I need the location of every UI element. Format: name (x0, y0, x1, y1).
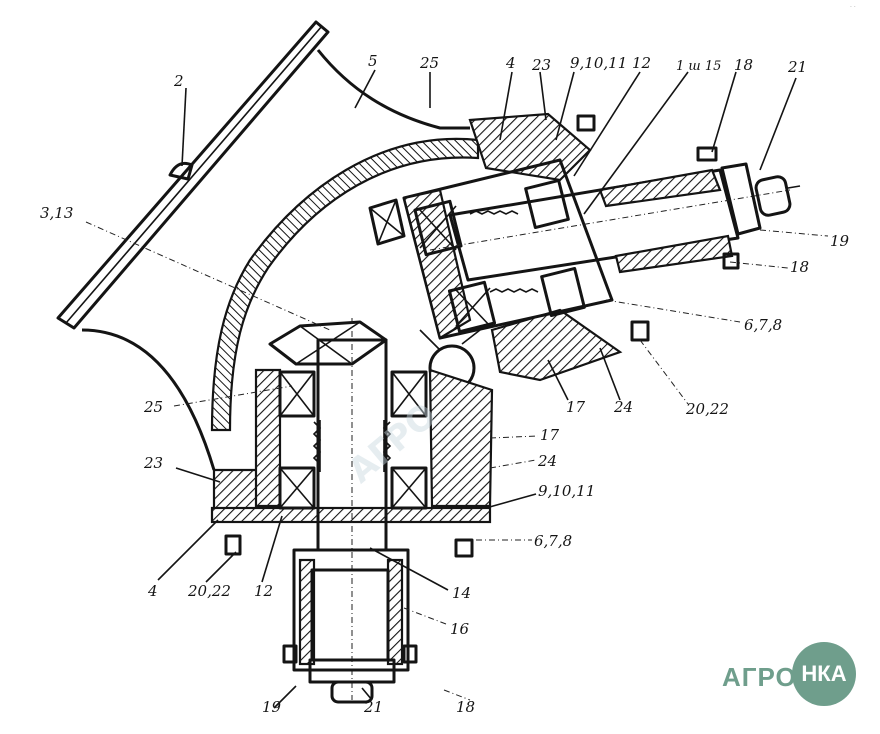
label-16: 16 (450, 620, 470, 638)
mounting-plate (56, 20, 330, 330)
label-18-low: 18 (456, 698, 475, 716)
label-14: 14 (452, 584, 471, 602)
label-21-low: 21 (363, 698, 383, 716)
logo-text-disc: НКА (801, 661, 847, 686)
bracket-body (81, 49, 470, 471)
label-18-top: 18 (734, 56, 753, 74)
curved-tube (210, 137, 480, 432)
label-24-mid: 24 (613, 398, 633, 416)
label-9-10-11-top: 9,10,11 (570, 54, 627, 72)
label-18-right: 18 (790, 258, 809, 276)
label-20-22-right: 20,22 (685, 400, 729, 418)
label-19-low: 19 (262, 698, 282, 716)
label-19-right: 19 (830, 232, 850, 250)
leader-lines (85, 69, 829, 709)
corner-mark: · · (850, 4, 856, 11)
label-25-top: 25 (419, 54, 439, 72)
label-9-10-11-right: 9,10,11 (538, 482, 595, 500)
label-1-15: 1 ш 15 (676, 59, 721, 74)
label-6-7-8-right: 6,7,8 (744, 316, 782, 334)
angled-housing (368, 112, 801, 382)
label-12-top: 12 (632, 54, 651, 72)
label-12-low: 12 (254, 582, 273, 600)
label-25-left: 25 (143, 398, 163, 416)
part-labels: 2 5 25 4 23 9,10,11 12 1 ш 15 18 21 3,13… (40, 52, 850, 716)
label-5: 5 (368, 52, 378, 70)
label-2: 2 (173, 72, 184, 90)
agronka-logo: АГРО НКА (722, 640, 862, 716)
label-4-low: 4 (147, 582, 158, 600)
label-17-mid: 17 (566, 398, 586, 416)
logo-text-left: АГРО (722, 662, 797, 692)
label-21-top: 21 (787, 58, 807, 76)
label-17-right: 17 (540, 426, 560, 444)
label-20-22-low: 20,22 (187, 582, 231, 600)
label-23-left: 23 (143, 454, 163, 472)
label-24-right: 24 (537, 452, 557, 470)
label-23-top: 23 (531, 56, 551, 74)
label-6-7-8-low: 6,7,8 (534, 532, 572, 550)
vertical-housing (210, 318, 494, 704)
label-4-top: 4 (505, 54, 516, 72)
logo-disc: НКА (792, 642, 856, 706)
label-3-13: 3,13 (40, 204, 73, 222)
